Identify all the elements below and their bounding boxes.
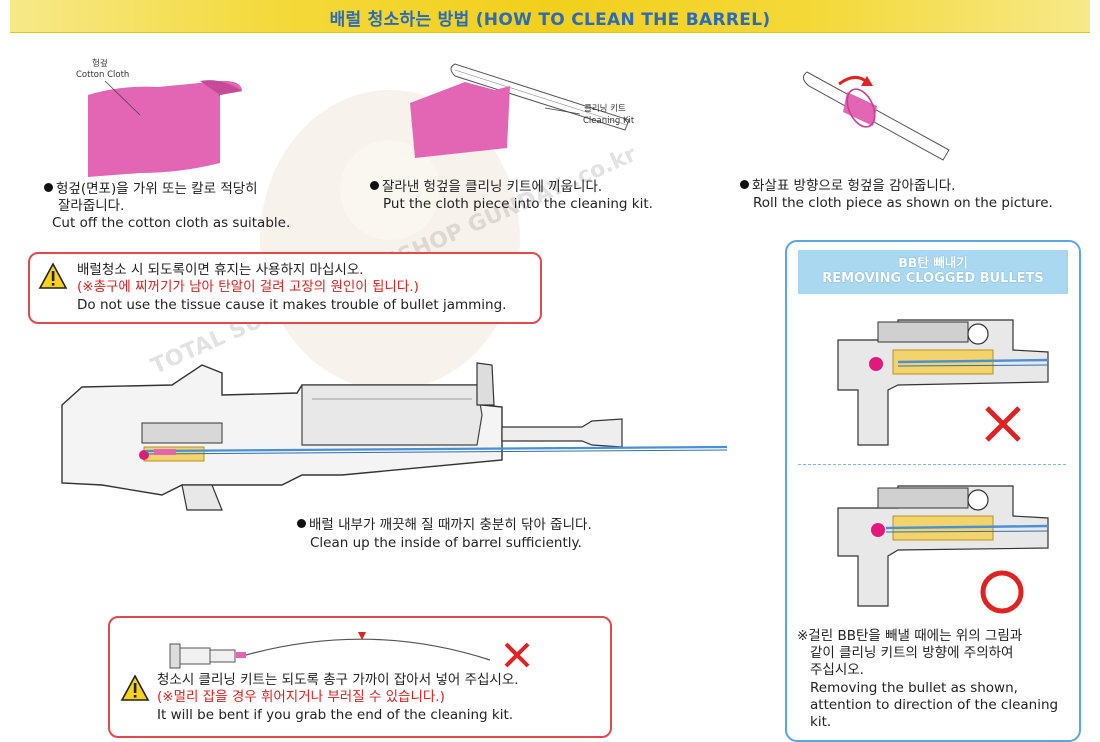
bent-rod-graphic bbox=[169, 632, 491, 669]
warning2-line1: 청소시 클리닝 키트는 되도록 총구 가까이 잡아서 넣어 주십시오. bbox=[157, 672, 519, 688]
step3-text-ko: 화살표 방향으로 헝겊을 감아줍니다. bbox=[740, 177, 955, 195]
page-title: 배럴 청소하는 방법 (HOW TO CLEAN THE BARREL) bbox=[329, 10, 771, 30]
warning2-line3: It will be bent if you grab the end of t… bbox=[157, 707, 514, 723]
step1-text-ko-2: 잘라줍니다. bbox=[58, 198, 125, 214]
cotton-cloth-label-ko: 헝겊 bbox=[92, 59, 108, 69]
cross-icon bbox=[985, 406, 1021, 442]
bb-note-en-3: kit. bbox=[810, 714, 832, 730]
step1-illustration bbox=[50, 55, 310, 180]
bb-note-en-2: attention to direction of the cleaning bbox=[810, 697, 1059, 713]
wrong-direction-graphic bbox=[837, 319, 1049, 446]
step2-text-ko: 잘라낸 헝겊을 클리닝 키트에 끼웁니다. bbox=[370, 178, 602, 196]
step1-ko-line1: 헝겊(면포)을 가위 또는 칼로 적당히 bbox=[56, 181, 258, 197]
title-bar bbox=[10, 0, 1090, 33]
cotton-cloth-graphic bbox=[88, 80, 242, 177]
warning-icon bbox=[120, 674, 150, 701]
warning-icon bbox=[38, 262, 68, 289]
clean-step-text-en: Clean up the inside of barrel sufficient… bbox=[310, 535, 582, 551]
step2-text-en: Put the cloth piece into the cleaning ki… bbox=[383, 196, 653, 212]
bullet-dot bbox=[370, 181, 379, 190]
warning2-line2: (※멀리 잡을 경우 휘어지거나 부러질 수 있습니다.) bbox=[157, 689, 445, 705]
bb-note-ko-3: 주십시오. bbox=[810, 662, 864, 678]
step3-illustration bbox=[795, 62, 955, 177]
bb-note-ko-1: ※걸린 BB탄을 빼낼 때에는 위의 그림과 bbox=[797, 628, 1023, 644]
warning1-line2: (※총구에 찌꺼기가 남아 탄알이 걸려 고장의 원인이 됩니다.) bbox=[77, 279, 419, 295]
bb-panel-title-en: REMOVING CLOGGED BULLETS bbox=[822, 271, 1044, 286]
panel-divider bbox=[798, 464, 1066, 465]
correct-direction-graphic bbox=[837, 485, 1049, 607]
warning1-line1: 배럴청소 시 되도록이면 휴지는 사용하지 마십시오. bbox=[77, 262, 364, 278]
step2-illustration bbox=[395, 58, 635, 183]
cotton-cloth-label-en: Cotton Cloth bbox=[76, 70, 130, 80]
step1-text-ko-1: 헝겊(면포)을 가위 또는 칼로 적당히 bbox=[44, 180, 258, 198]
cleaning-kit-graphic bbox=[410, 63, 630, 158]
step1-text-en: Cut off the cotton cloth as suitable. bbox=[52, 215, 291, 231]
wrong-method-diagram bbox=[837, 310, 1049, 450]
step3-ko-line: 화살표 방향으로 헝겊을 감아줍니다. bbox=[752, 178, 956, 194]
step2-ko-line: 잘라낸 헝겊을 클리닝 키트에 끼웁니다. bbox=[382, 179, 603, 195]
circle-ok-icon bbox=[980, 570, 1024, 614]
rolling-cloth-graphic bbox=[803, 71, 950, 161]
correct-method-diagram bbox=[837, 478, 1049, 608]
bb-note-en-1: Removing the bullet as shown, bbox=[810, 680, 1018, 696]
clean-step-ko-line: 배럴 내부가 깨끗해 질 때까지 충분히 닦아 줍니다. bbox=[309, 517, 592, 533]
warning-box-cleaning-kit bbox=[108, 616, 612, 738]
bullet-dot bbox=[44, 183, 53, 192]
warning1-line3: Do not use the tissue cause it makes tro… bbox=[77, 297, 507, 313]
warning-box-tissue bbox=[28, 252, 542, 324]
cleaning-kit-label-ko: 클리닝 키트 bbox=[584, 104, 626, 114]
rifle-graphic bbox=[61, 362, 728, 511]
rifle-diagram bbox=[61, 355, 728, 511]
bullet-dot bbox=[297, 519, 306, 528]
bb-panel-title-ko: BB탄 빼내기 bbox=[898, 255, 968, 270]
bb-note-ko-2: 같이 클리닝 키트의 방향에 주의하여 bbox=[810, 645, 1014, 661]
cleaning-kit-label-en: Cleaning Kit bbox=[583, 116, 635, 126]
clean-step-text-ko: 배럴 내부가 깨끗해 질 때까지 충분히 닦아 줍니다. bbox=[297, 516, 592, 534]
cross-icon bbox=[504, 642, 530, 668]
bullet-dot bbox=[740, 180, 749, 189]
step3-text-en: Roll the cloth piece as shown on the pic… bbox=[753, 195, 1053, 211]
bb-panel-header: BB탄 빼내기 REMOVING CLOGGED BULLETS bbox=[798, 250, 1068, 294]
